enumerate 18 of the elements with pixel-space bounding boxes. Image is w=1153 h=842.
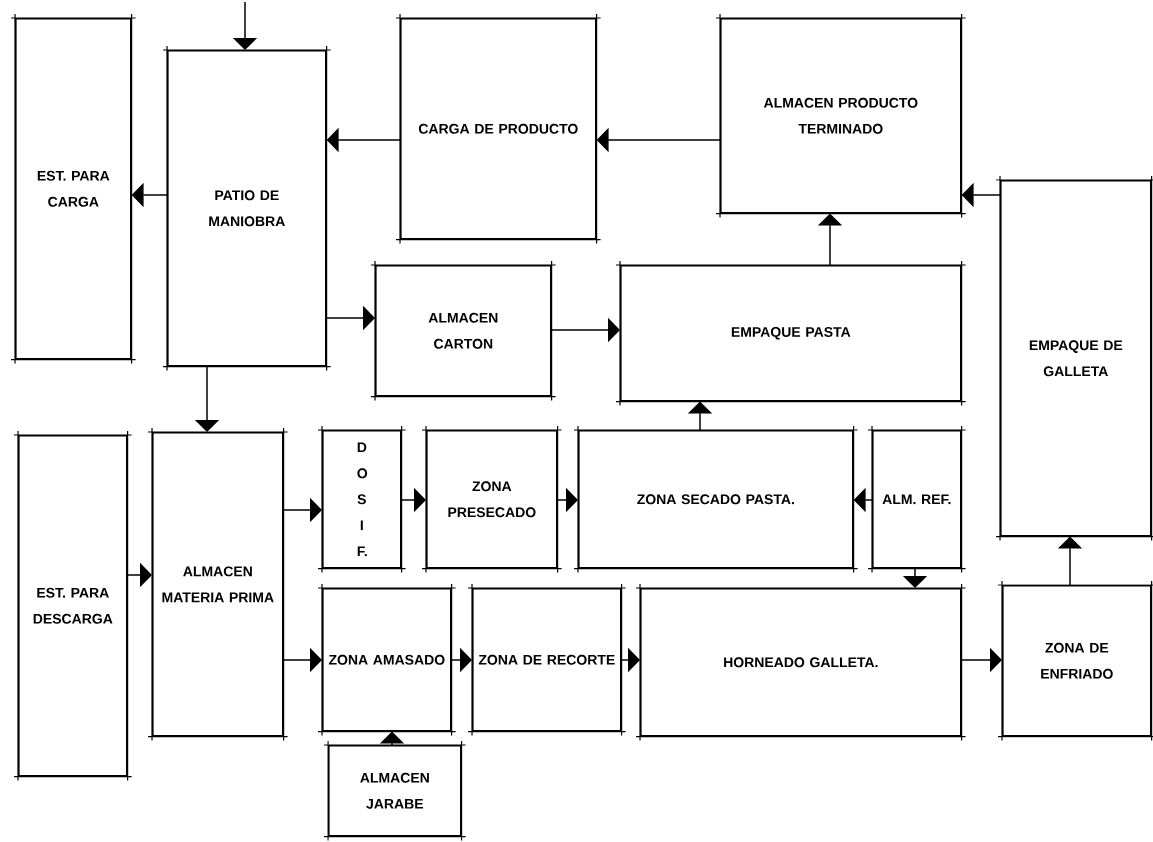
area-box: HORNEADO GALLETA. xyxy=(635,583,967,742)
area-box: PATIO DE MANIOBRA xyxy=(162,45,332,372)
area-box: EMPAQUE DE GALLETA xyxy=(995,175,1153,542)
area-box: ZONA DE RECORTE xyxy=(467,583,627,737)
area-box: CARGA DE PRODUCTO xyxy=(395,13,602,245)
area-box: ALM. REF. xyxy=(867,425,967,574)
area-box: D O S I F. xyxy=(317,425,407,574)
area-box: ZONA DE ENFRIADO xyxy=(997,580,1153,742)
area-box: ZONA SECADO PASTA. xyxy=(573,425,859,574)
area-box: EMPAQUE PASTA xyxy=(615,260,967,407)
area-box: EST. PARA CARGA xyxy=(10,13,137,365)
area-box: EST. PARA DESCARGA xyxy=(13,430,133,782)
area-box: ZONA PRESECADO xyxy=(421,425,563,574)
area-box: ALMACEN PRODUCTO TERMINADO xyxy=(715,13,967,219)
area-box: ZONA AMASADO xyxy=(317,583,457,737)
area-box: ALMACEN JARABE xyxy=(323,740,467,842)
area-box: ALMACEN CARTON xyxy=(370,260,557,402)
area-box: ALMACEN MATERIA PRIMA xyxy=(147,427,289,742)
